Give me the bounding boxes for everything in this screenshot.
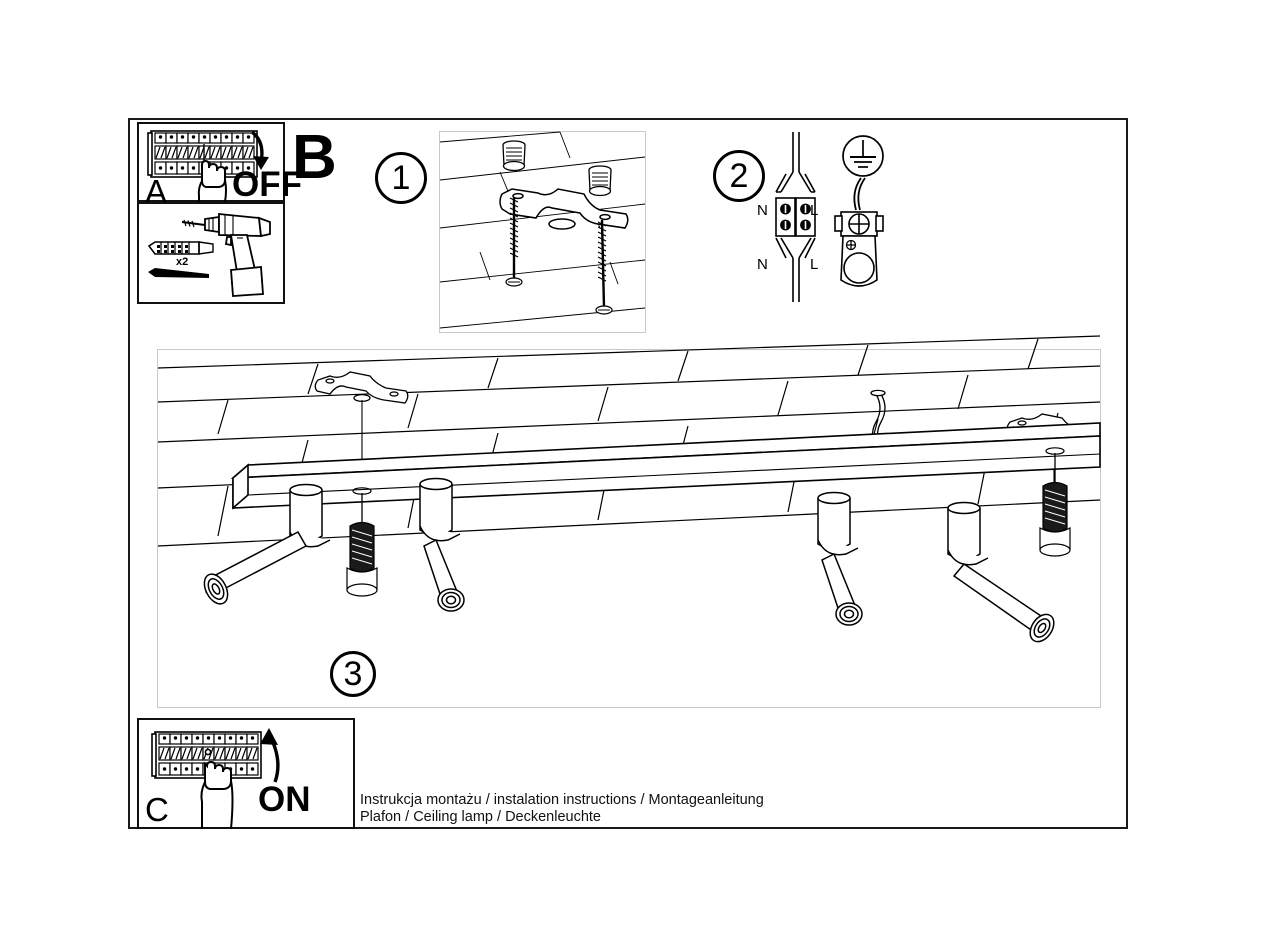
wall-plug-icon (502, 140, 526, 172)
long-screw-icon (595, 219, 613, 315)
cylindrical-spotlight-icon (817, 491, 863, 626)
panel-c-action-word: ON (258, 780, 311, 819)
breaker-off-illustration (147, 130, 269, 203)
long-screw-icon (505, 197, 523, 287)
cylindrical-spotlight-icon (419, 477, 465, 612)
step-2-wiring-illustration (755, 130, 905, 305)
power-drill-icon (181, 213, 271, 297)
section-b-label: B (292, 123, 337, 192)
cylindrical-spotlight-icon (203, 483, 331, 605)
cylindrical-spotlight-icon (947, 501, 1055, 643)
screw-icon (148, 268, 209, 278)
mounting-bracket-icon (499, 188, 629, 230)
anchor-quantity-label: x2 (176, 256, 189, 268)
panel-a-action-word: OFF (232, 165, 302, 204)
panel-a-label: A (145, 173, 168, 210)
terminal-label-n-bottom: N (757, 256, 768, 273)
step-1-number: 1 (375, 152, 427, 204)
pointing-hand-icon (200, 760, 234, 830)
terminal-label-l-top: L (810, 202, 819, 219)
earth-ground-symbol-icon (842, 135, 884, 177)
hanging-screw (346, 493, 378, 597)
panel-c-label: C (145, 791, 169, 828)
step-3-panel (157, 335, 1101, 708)
hanging-screw (1039, 453, 1071, 557)
panel-c-box (137, 718, 355, 830)
linear-lamp-bar-icon (230, 422, 1101, 510)
step-3-number: 3 (330, 651, 376, 697)
pointing-hand-icon (197, 159, 227, 203)
ceiling-lamp-illustration (157, 335, 1101, 643)
wall-plug-icon (588, 165, 612, 197)
terminal-label-n-top: N (757, 202, 768, 219)
curved-arrow-down-icon (250, 130, 269, 170)
earth-clamp-icon (834, 211, 884, 287)
mounting-bracket-icon (314, 371, 409, 462)
curved-arrow-up-icon (260, 728, 280, 783)
caption-line-2: Plafon / Ceiling lamp / Deckenleuchte (360, 809, 601, 825)
bracket-mount-illustration (439, 131, 646, 329)
panel-a-box (137, 122, 285, 203)
step-1-panel (439, 131, 646, 333)
terminal-block-icon (775, 197, 816, 237)
sheet-border (128, 118, 1128, 829)
terminal-label-l-bottom: L (810, 256, 819, 273)
caption-line-1: Instrukcja montażu / instalation instruc… (360, 792, 764, 808)
tools-illustration (147, 213, 271, 297)
step-2-number: 2 (713, 150, 765, 202)
panel-tools-box (137, 202, 285, 304)
breaker-on-illustration (151, 728, 280, 830)
wall-anchor-icon (147, 241, 214, 255)
